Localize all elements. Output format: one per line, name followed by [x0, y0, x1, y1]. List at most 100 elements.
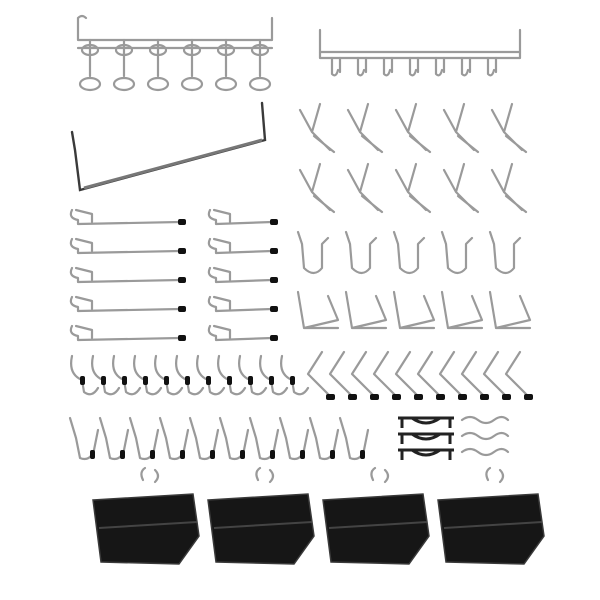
hook-bracket	[212, 295, 232, 311]
hook-tip	[370, 394, 379, 400]
j-hook	[440, 230, 474, 275]
wavy-clip	[460, 447, 510, 457]
bin-lip	[213, 521, 313, 529]
curved-hook	[259, 354, 289, 396]
hook-tip	[348, 394, 357, 400]
curved-hook	[91, 354, 121, 396]
rail-hook	[434, 56, 446, 77]
bent-hook	[394, 350, 420, 398]
hook-tip	[180, 450, 185, 459]
hook-tip	[326, 394, 335, 400]
ring-loop-top	[80, 43, 100, 57]
peg-lock	[398, 448, 454, 460]
j-hook	[488, 230, 522, 275]
hook-tip	[101, 376, 106, 385]
curved-hook	[217, 354, 247, 396]
hook-tip	[480, 394, 489, 400]
bin-hanger-hook	[140, 466, 160, 484]
storage-bin	[437, 493, 545, 565]
ring-holder-rail	[76, 14, 274, 92]
angled-hook	[394, 102, 432, 154]
ring-loop-top	[114, 43, 134, 57]
angled-hook	[442, 102, 480, 154]
curved-hook	[154, 354, 184, 396]
angled-hook	[442, 162, 480, 214]
hook-tip	[300, 450, 305, 459]
rail-hook	[356, 56, 368, 77]
hook-tip	[360, 450, 365, 459]
hook-tip	[90, 450, 95, 459]
straight-hook	[207, 237, 274, 255]
hook-tip	[150, 450, 155, 459]
curved-hook	[280, 354, 310, 396]
double-hook-rail	[318, 28, 522, 77]
bin-lip	[328, 521, 428, 529]
hook-bracket	[74, 295, 94, 311]
ring-loop-top	[182, 43, 202, 57]
hook-tip	[178, 219, 186, 225]
hook-tip	[210, 450, 215, 459]
hook-bracket	[212, 208, 232, 224]
hook-bracket	[74, 237, 94, 253]
rail-hook	[330, 56, 342, 77]
straight-hook	[207, 295, 274, 313]
bent-hook	[504, 350, 530, 398]
hook-tip	[164, 376, 169, 385]
peg-lock	[398, 432, 454, 444]
hook-tip	[458, 394, 467, 400]
ring-loop-top	[216, 43, 236, 57]
bin-lip	[98, 521, 198, 529]
peg-lock	[398, 416, 454, 428]
bin-hanger-hook	[255, 466, 275, 484]
hook-tip	[270, 335, 278, 341]
hook-bracket	[212, 324, 232, 340]
loop-hook	[440, 290, 484, 330]
hook-tip	[227, 376, 232, 385]
curved-hook	[70, 354, 100, 396]
wavy-clip	[460, 431, 510, 441]
hook-tip	[178, 248, 186, 254]
hook-tip	[178, 277, 186, 283]
angled-hook	[346, 162, 384, 214]
bin-lip	[443, 521, 543, 529]
loop-hook	[296, 290, 340, 330]
bent-hook	[482, 350, 508, 398]
curved-hook	[112, 354, 142, 396]
rail-hook	[408, 56, 420, 77]
hook-tip	[206, 376, 211, 385]
hook-tip	[436, 394, 445, 400]
hook-tip	[120, 450, 125, 459]
ring-loop	[214, 76, 238, 92]
hook-bracket	[74, 266, 94, 282]
angled-hook	[490, 162, 528, 214]
loop-hook	[344, 290, 388, 330]
ring-loop	[78, 76, 102, 92]
straight-hook	[207, 324, 274, 342]
wavy-clip	[460, 415, 510, 425]
hook-tip	[122, 376, 127, 385]
hook-tip	[330, 450, 335, 459]
straight-hook	[207, 208, 274, 226]
bent-hook	[460, 350, 486, 398]
loop-hook	[392, 290, 436, 330]
loop-hook	[488, 290, 532, 330]
rail-hook	[486, 56, 498, 77]
hook-tip	[80, 376, 85, 385]
storage-bin	[322, 493, 430, 565]
hook-tip	[524, 394, 533, 400]
curved-hook	[238, 354, 268, 396]
bent-hook	[350, 350, 376, 398]
storage-bin	[207, 493, 315, 565]
hook-tip	[240, 450, 245, 459]
storage-bin	[92, 493, 200, 565]
j-hook	[392, 230, 426, 275]
straight-hook	[69, 208, 182, 226]
angled-hook	[346, 102, 384, 154]
hook-tip	[414, 394, 423, 400]
hook-tip	[270, 248, 278, 254]
j-hook	[344, 230, 378, 275]
bin-hanger-hook	[370, 466, 390, 484]
curved-hook	[133, 354, 163, 396]
